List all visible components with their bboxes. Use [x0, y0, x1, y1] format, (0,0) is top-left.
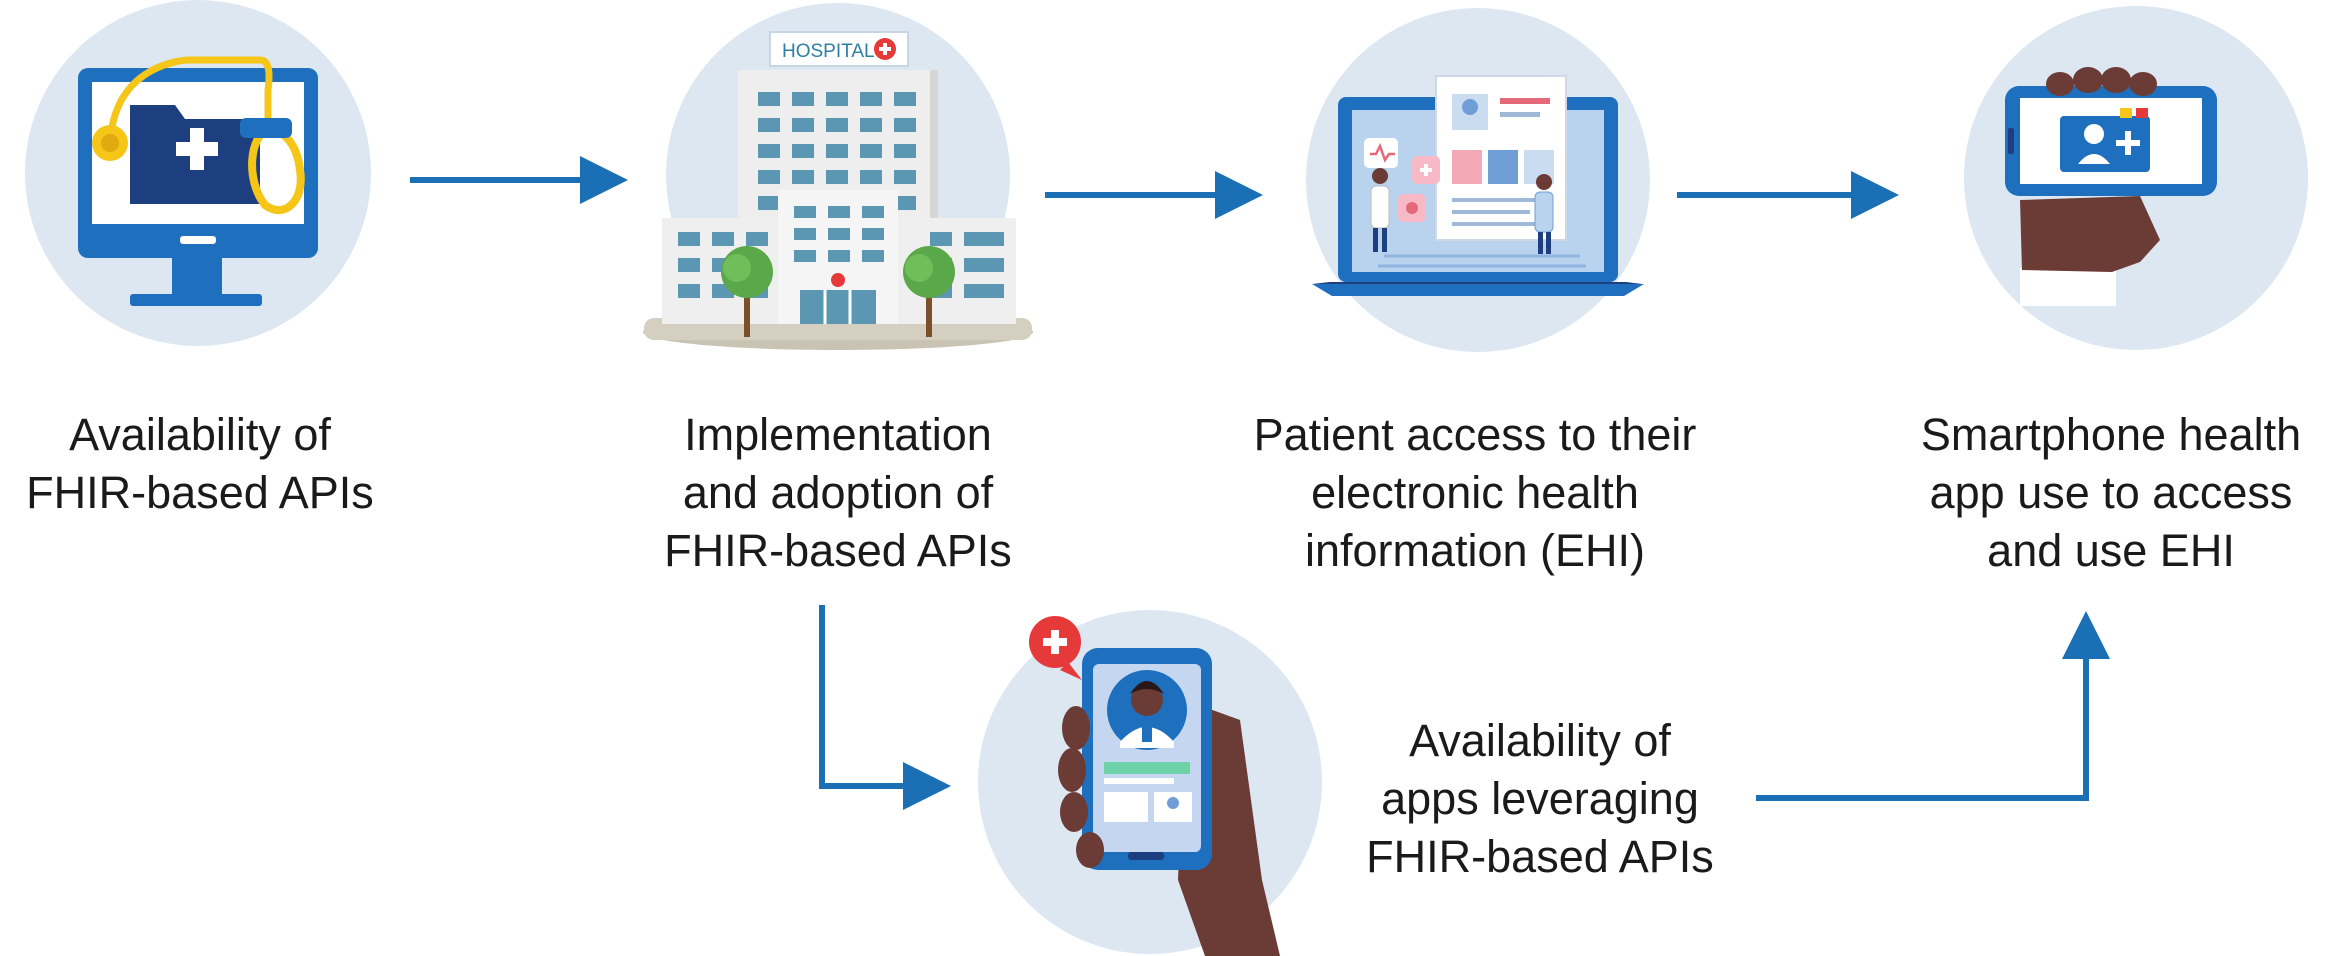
telehealth-phone-icon	[978, 610, 1322, 956]
hand-holding-phone-icon	[1964, 6, 2308, 350]
hospital-window	[826, 170, 848, 184]
hospital-window	[746, 232, 768, 246]
label-line: app use to access	[1929, 467, 2293, 518]
hospital-window	[860, 170, 882, 184]
hospital-window	[758, 196, 780, 210]
hospital-window	[826, 144, 848, 158]
hospital-window	[792, 92, 814, 106]
hospital-window	[678, 232, 700, 246]
hospital-window	[894, 196, 916, 210]
hospital-window	[860, 144, 882, 158]
hospital-window	[758, 144, 780, 158]
flow-arrows	[410, 156, 2110, 810]
step-label-apis: Availability of FHIR-based APIs	[0, 406, 400, 522]
hospital-window	[862, 206, 884, 218]
label-line: and adoption of	[682, 467, 994, 518]
hospital-window	[860, 118, 882, 132]
label-line: FHIR-based APIs	[26, 467, 374, 518]
label-line: FHIR-based APIs	[664, 525, 1012, 576]
label-line: apps leveraging	[1381, 773, 1699, 824]
arrow-apps-to-smartphone-use	[1756, 611, 2110, 801]
hospital-window	[828, 250, 850, 262]
hospital-window	[862, 228, 884, 240]
step-label-smartphone-use: Smartphone health app use to access and …	[1891, 406, 2331, 580]
hospital-window	[758, 118, 780, 132]
step-label-apps: Availability of apps leveraging FHIR-bas…	[1340, 712, 1740, 886]
hospital-window	[792, 170, 814, 184]
hospital-window	[894, 170, 916, 184]
label-line: Availability of	[1409, 715, 1671, 766]
hospital-window	[794, 206, 816, 218]
hospital-window	[712, 232, 734, 246]
hospital-window	[792, 144, 814, 158]
laptop-health-record-icon	[1306, 8, 1650, 352]
hospital-window	[678, 284, 700, 298]
label-line: Availability of	[69, 409, 331, 460]
hospital-window	[860, 92, 882, 106]
hospital-window	[794, 228, 816, 240]
hospital-window	[758, 170, 780, 184]
label-line: electronic health	[1311, 467, 1639, 518]
hospital-window	[826, 92, 848, 106]
label-line: Patient access to their	[1253, 409, 1697, 460]
hospital-window	[862, 250, 884, 262]
step-label-patient-access: Patient access to their electronic healt…	[1225, 406, 1725, 580]
hospital-window	[930, 232, 952, 246]
step-label-implementation: Implementation and adoption of FHIR-base…	[638, 406, 1038, 580]
hospital-window	[982, 232, 1004, 246]
label-line: FHIR-based APIs	[1366, 831, 1714, 882]
hospital-window	[982, 284, 1004, 298]
hospital-window	[794, 250, 816, 262]
hospital-sign: HOSPITAL	[782, 41, 875, 62]
hospital-window	[964, 284, 986, 298]
hospital-building-icon: HOSPITAL	[643, 3, 1033, 350]
monitor-medical-folder-icon	[25, 0, 371, 346]
hospital-window	[964, 258, 986, 272]
label-line: information (EHI)	[1304, 525, 1646, 576]
hospital-window	[758, 92, 780, 106]
label-line: Smartphone health	[1920, 409, 2302, 460]
hospital-window	[792, 118, 814, 132]
hospital-window	[964, 232, 986, 246]
hospital-window	[678, 258, 700, 272]
hospital-window	[826, 118, 848, 132]
hospital-window	[828, 228, 850, 240]
hospital-window	[828, 206, 850, 218]
hospital-window	[894, 118, 916, 132]
label-line: and use EHI	[1987, 525, 2235, 576]
arrow-implementation-to-apps	[819, 605, 951, 810]
label-line: Implementation	[684, 409, 992, 460]
hospital-window	[894, 92, 916, 106]
hospital-window	[894, 144, 916, 158]
hospital-window	[982, 258, 1004, 272]
